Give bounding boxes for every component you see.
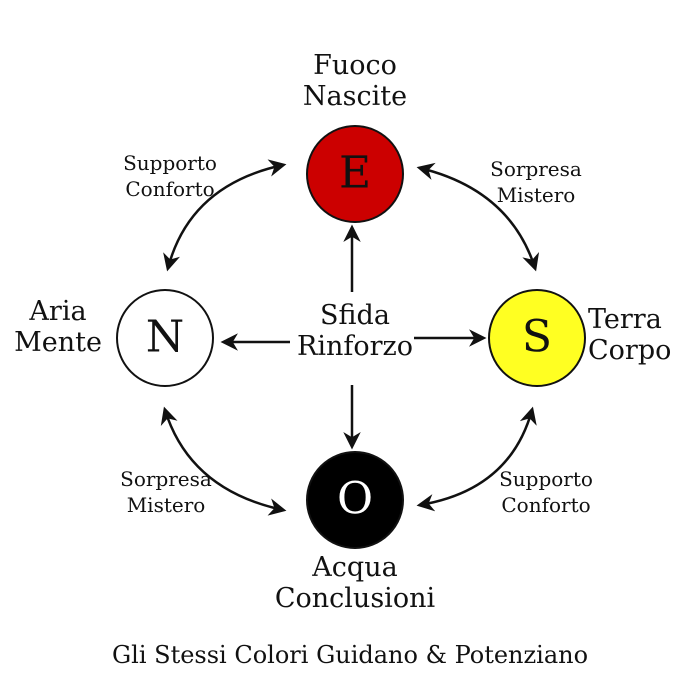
node-acqua-circle <box>306 451 404 549</box>
node-fuoco-line1: Fuoco <box>313 50 397 81</box>
arc-bottom-left <box>160 406 287 516</box>
node-fuoco-label: Fuoco Nascite <box>285 50 425 112</box>
edge-bottom-right-label: Supporto Conforto <box>476 466 616 518</box>
node-fuoco-glyph: E <box>339 148 371 199</box>
arc-top-left <box>163 159 287 272</box>
edge-bottom-left-line1: Sorpresa <box>120 467 212 491</box>
edge-bottom-right-line2: Conforto <box>501 493 591 517</box>
node-terra-glyph: S <box>522 312 552 363</box>
node-terra-circle <box>488 289 586 387</box>
node-fuoco-circle <box>306 125 404 223</box>
node-aria-line1: Aria <box>29 296 87 327</box>
node-acqua-glyph: O <box>337 474 373 525</box>
edge-bottom-left-line2: Mistero <box>126 493 206 517</box>
footer-caption: Gli Stessi Colori Guidano & Potenziano <box>111 641 589 669</box>
center-line2: Rinforzo <box>297 331 413 363</box>
edge-bottom-right-line1: Supporto <box>499 467 593 491</box>
edge-top-right-label: Sorpresa Mistero <box>466 156 606 208</box>
node-terra-label: Terra Corpo <box>588 304 696 366</box>
center-label: Sfida Rinforzo <box>280 300 430 362</box>
arc-top-right <box>416 162 540 272</box>
edge-top-right-line2: Mistero <box>496 183 576 207</box>
node-terra-line2: Corpo <box>588 335 672 367</box>
node-aria-line2: Mente <box>14 327 102 359</box>
edge-top-right-line1: Sorpresa <box>490 157 582 181</box>
node-acqua-line2: Conclusioni <box>274 583 436 615</box>
node-aria-label: Aria Mente <box>2 296 114 358</box>
edge-top-left-line1: Supporto <box>123 151 217 175</box>
node-aria-circle <box>116 289 214 387</box>
arc-bottom-right <box>416 406 537 512</box>
node-terra-line1: Terra <box>588 304 662 335</box>
node-aria-glyph: N <box>146 312 185 363</box>
edge-bottom-left-label: Sorpresa Mistero <box>96 466 236 518</box>
edge-top-left-label: Supporto Conforto <box>100 150 240 202</box>
node-acqua-line1: Acqua <box>312 552 398 583</box>
edge-top-left-line2: Conforto <box>125 177 215 201</box>
node-fuoco-line2: Nascite <box>302 81 408 113</box>
node-acqua-label: Acqua Conclusioni <box>240 552 470 614</box>
center-line1: Sfida <box>320 300 390 331</box>
